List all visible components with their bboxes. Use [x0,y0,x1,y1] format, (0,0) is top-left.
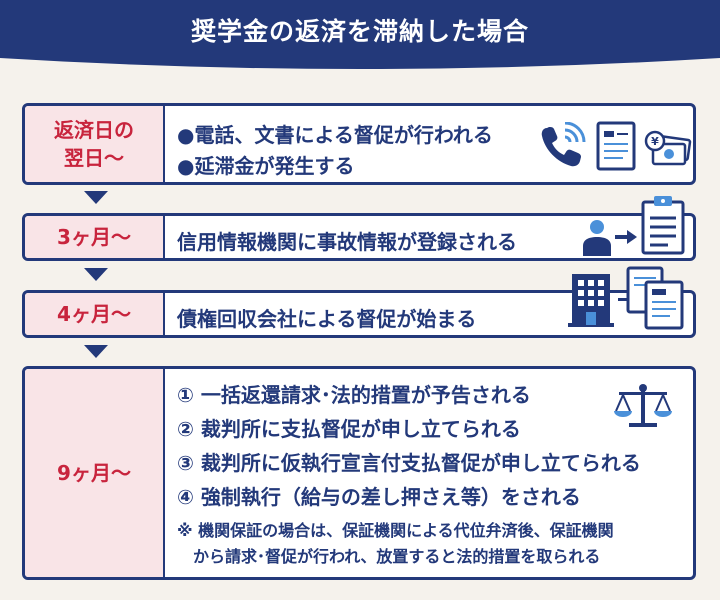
row-label-line: 9ヶ月～ [57,461,131,485]
row-label-line: 翌日～ [64,146,124,170]
clipboard-icon [641,196,685,255]
timeline-row-9-months: 9ヶ月～ ① 一括返還請求･法的措置が予告される ② 裁判所に支払督促が申し立て… [22,366,696,580]
down-arrow [84,268,108,281]
header-background [0,0,720,69]
row-content: 信用情報機関に事故情報が登録される [177,216,683,258]
person-icon [583,220,611,256]
row-label: 9ヶ月～ [25,369,165,577]
row-label: 返済日の 翌日～ [25,106,165,182]
row-label: 4ヶ月～ [25,293,165,335]
row-item: ② 裁判所に支払督促が申し立てられる [177,417,521,441]
row-item: ③ 裁判所に仮執行宣言付支払督促が申し立てられる [177,451,641,475]
row-item: ④ 強制執行（給与の差し押さえ等）をされる [177,485,581,509]
page-title: 奨学金の返済を滞納した場合 [190,17,529,46]
row-content: 債権回収会社による督促が始まる [177,293,683,335]
arrow-right-icon [615,230,637,244]
row-label-line: 3ヶ月～ [57,225,131,249]
timeline-row-next-day: 返済日の 翌日～ ●電話、文書による督促が行われる ●延滞金が発生する ¥ [22,103,696,185]
header-banner: 奨学金の返済を滞納した場合 [0,0,720,80]
svg-text:¥: ¥ [651,135,659,148]
phone-icon [541,122,586,167]
document-icon [596,121,636,171]
row-item: ●延滞金が発生する [177,154,355,178]
row-label: 3ヶ月～ [25,216,165,258]
building-icon [568,274,614,327]
row-item: 債権回収会社による督促が始まる [177,307,477,331]
connector-line [618,298,628,301]
row-label-line: 返済日の [54,118,134,142]
down-arrow [84,191,108,204]
row-item: ●電話、文書による督促が行われる [177,123,493,147]
row-item: 信用情報機関に事故情報が登録される [177,230,517,254]
row-label-line: 4ヶ月～ [57,302,131,326]
note-line: ※ 機関保証の場合は、保証機関による代位弁済後、保証機関 [177,521,614,540]
note-line: から請求･督促が行われ、放置すると法的措置を取られる [177,547,601,566]
documents-icon [626,266,684,330]
money-icon: ¥ [644,130,692,166]
scales-icon [614,384,672,427]
row-content: ① 一括返還請求･法的措置が予告される ② 裁判所に支払督促が申し立てられる ③… [177,369,683,577]
row-content: ●電話、文書による督促が行われる ●延滞金が発生する [177,106,683,182]
row-item: ① 一括返還請求･法的措置が予告される [177,383,531,407]
down-arrow [84,345,108,358]
